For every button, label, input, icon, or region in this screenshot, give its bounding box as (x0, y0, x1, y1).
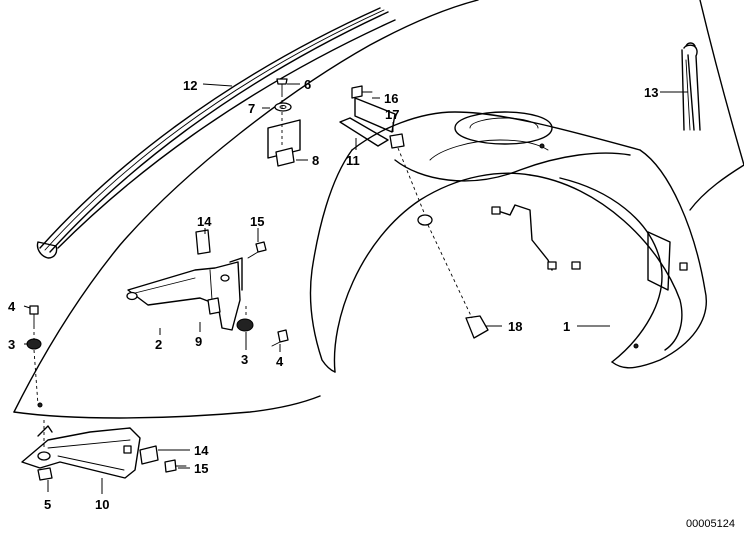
clip-8-plate (267, 119, 301, 159)
washer-7 (274, 102, 292, 112)
callout-4-right: 4 (276, 354, 284, 369)
callout-2: 2 (155, 337, 162, 352)
support-bracket-2 (126, 257, 243, 331)
callout-16: 16 (384, 91, 398, 106)
lower-bracket-10 (21, 425, 141, 479)
clip-17 (389, 133, 405, 149)
callout-3-left: 3 (8, 337, 15, 352)
screw-16 (351, 85, 363, 99)
callout-3-right: 3 (241, 352, 248, 367)
liner-grommet (417, 214, 433, 226)
wheel-arch-liner-1 (309, 111, 707, 373)
bracket-hole (37, 451, 51, 461)
clip-14-lower (139, 445, 159, 465)
callout-17: 17 (385, 107, 399, 122)
liner-tab (571, 261, 581, 270)
bolt-4-right (277, 329, 289, 343)
liner-tab (679, 262, 688, 271)
callout-9: 9 (195, 334, 202, 349)
clip-18 (465, 315, 489, 339)
callout-7: 7 (248, 101, 255, 116)
liner-hole (539, 143, 545, 149)
screw-6 (276, 78, 288, 85)
callout-14-upper: 14 (197, 214, 212, 229)
clip-9 (207, 297, 221, 315)
screw-15-lower (164, 459, 177, 473)
nut-5 (37, 467, 53, 481)
bolt-4-left (29, 305, 39, 315)
callout-15-upper: 15 (250, 214, 264, 229)
clip-8 (275, 147, 295, 167)
callout-1: 1 (563, 319, 570, 334)
callout-12: 12 (183, 78, 197, 93)
leader-lines (23, 83, 688, 494)
bracket-11 (339, 117, 389, 147)
side-seal-13 (681, 42, 701, 131)
fender-panel (13, 0, 744, 419)
callout-5: 5 (44, 497, 51, 512)
buffer-3-left (26, 338, 42, 350)
screw-15-upper (255, 241, 267, 253)
liner-hole (633, 343, 639, 349)
diagram-number: 00005124 (686, 518, 735, 530)
callout-labels: 12 13 6 7 8 16 17 11 14 15 4 3 2 9 3 4 1… (8, 77, 658, 512)
liner-tab (547, 261, 557, 270)
bracket-tab (123, 445, 132, 454)
bracket-hole (220, 274, 230, 282)
seal-strip-12 (36, 7, 396, 259)
assembly-lines (33, 94, 473, 450)
callout-11: 11 (346, 153, 360, 168)
callout-15-lower: 15 (194, 461, 208, 476)
panel-hole (37, 402, 43, 408)
callout-14-lower: 14 (194, 443, 209, 458)
callout-6: 6 (304, 77, 311, 92)
callout-8: 8 (312, 153, 319, 168)
bracket-hole (126, 291, 138, 301)
buffer-3-right (236, 318, 254, 332)
liner-tab (491, 206, 501, 215)
fasteners (26, 78, 489, 481)
callout-10: 10 (95, 497, 109, 512)
callout-13: 13 (644, 85, 658, 100)
callout-4-left: 4 (8, 299, 16, 314)
clip-14-upper (195, 229, 211, 255)
callout-18: 18 (508, 319, 522, 334)
